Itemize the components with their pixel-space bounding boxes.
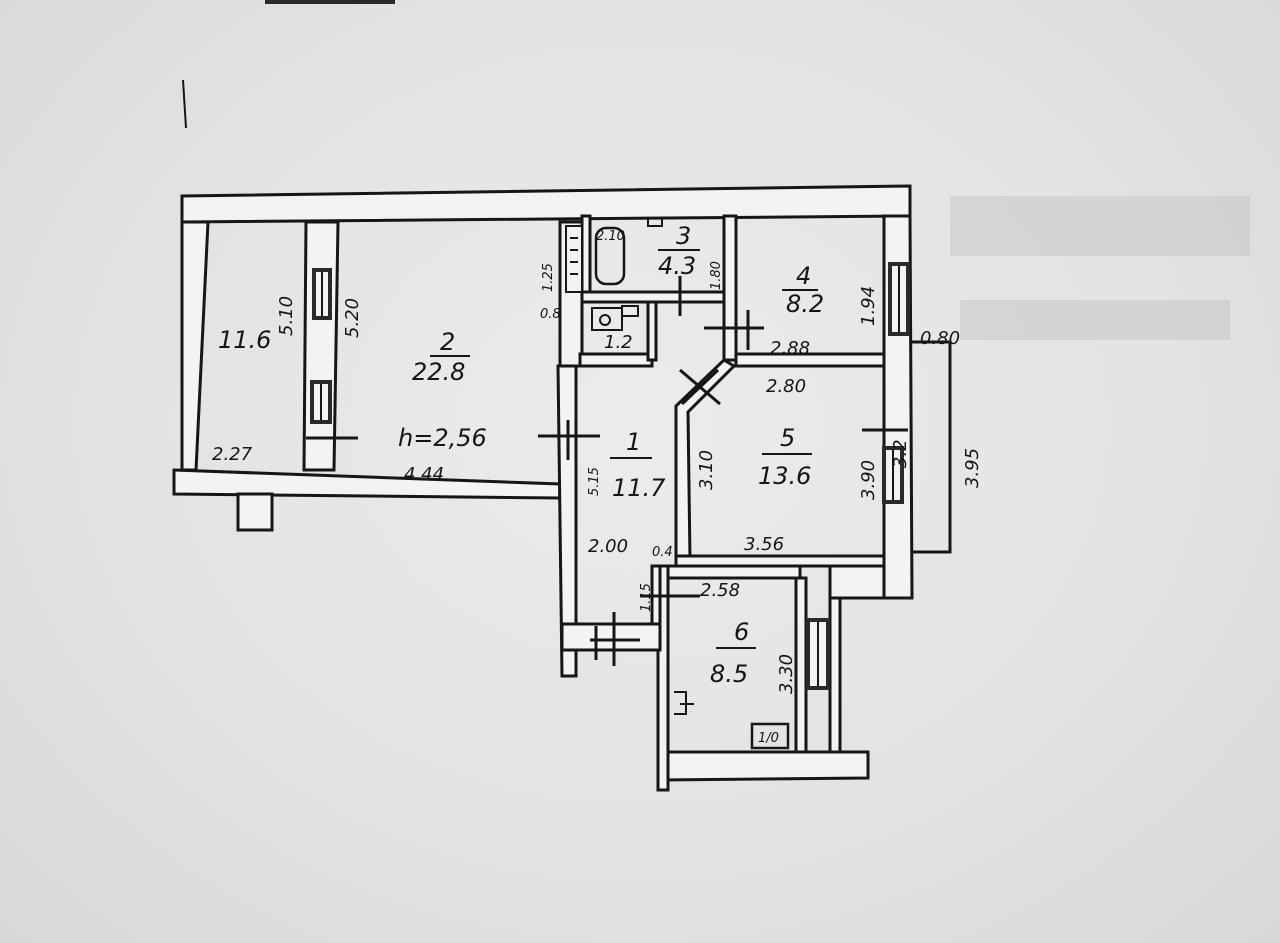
room-2-width: 4.44 xyxy=(404,464,444,485)
room-5-right: 3.90 xyxy=(858,460,879,500)
room-6-right: 3.30 xyxy=(776,654,797,694)
room-6-area: 8.5 xyxy=(710,660,748,688)
room-1-width: 2.00 xyxy=(588,536,628,557)
ceiling-height: h=2,56 xyxy=(398,424,487,452)
stove-label: 1/0 xyxy=(758,731,779,746)
room-2-area: 22.8 xyxy=(412,358,465,386)
room-4-width: 2.88 xyxy=(770,338,810,359)
room-4-area: 8.2 xyxy=(786,290,824,318)
balcony-mid: 3.2 xyxy=(890,439,911,468)
room-5-left: 3.10 xyxy=(696,450,717,490)
room-4-depth: 1.94 xyxy=(858,286,879,326)
room-6-number: 6 xyxy=(734,618,749,646)
room-1-number: 1 xyxy=(626,428,641,456)
scan-edge-mark xyxy=(265,0,395,4)
room-1-length: 5.15 xyxy=(587,467,602,496)
balcony-width: 0.80 xyxy=(920,328,960,349)
room-4-number: 4 xyxy=(796,262,811,290)
fixtures xyxy=(565,217,790,750)
door-marks xyxy=(306,276,908,666)
labels: 11.6 5.10 2.27 2 22.8 5.20 h=2,56 4.44 1… xyxy=(212,222,983,746)
watermark xyxy=(950,196,1250,340)
stove-icon xyxy=(750,722,790,750)
room-3-number: 3 xyxy=(676,222,691,250)
wc-area: 1.2 xyxy=(604,332,633,353)
windows xyxy=(310,262,910,690)
room-2-number: 2 xyxy=(440,328,455,356)
bath-width: 2.10 xyxy=(596,229,625,244)
room-1-area: 11.7 xyxy=(612,474,666,502)
loggia-width: 2.27 xyxy=(212,444,253,465)
pen-mark xyxy=(182,79,187,129)
toilet-icon xyxy=(591,307,623,331)
balcony-length: 3.95 xyxy=(962,448,983,488)
room-5-bottom: 3.56 xyxy=(744,534,784,555)
corner-small-dim: 0.4 xyxy=(652,545,673,560)
room-5-top: 2.80 xyxy=(766,376,806,397)
room-6-top: 2.58 xyxy=(700,580,740,601)
room-5-area: 13.6 xyxy=(758,462,811,490)
room-2-length: 5.20 xyxy=(342,298,363,338)
loggia-length: 5.10 xyxy=(276,296,297,336)
corridor-small-dim: 1.15 xyxy=(639,583,654,612)
balcony xyxy=(912,340,952,554)
loggia-area: 11.6 xyxy=(218,326,271,354)
hall-small-dim: 1.25 xyxy=(541,263,556,292)
room-3-area: 4.3 xyxy=(658,252,696,280)
bath-depth: 1.80 xyxy=(709,261,724,290)
hall-small-dim-2: 0.8 xyxy=(540,307,561,322)
bathtub-icon xyxy=(594,226,626,286)
room-5-number: 5 xyxy=(780,424,795,452)
radiator-icon xyxy=(565,225,583,293)
